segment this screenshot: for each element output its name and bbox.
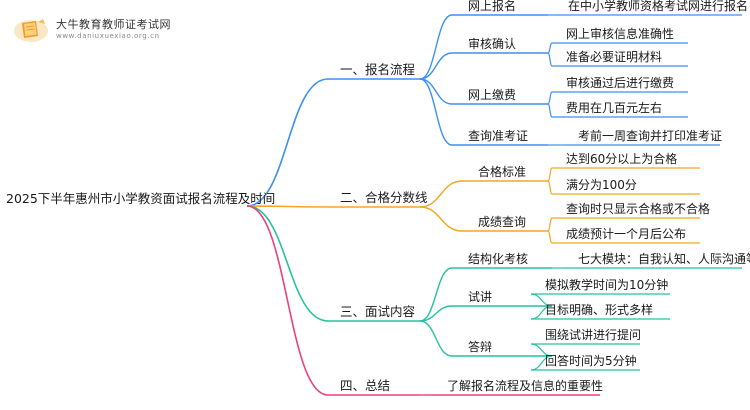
branch-label-4: 四、总结: [340, 378, 391, 393]
subtopic-label-1-2: 审核确认: [468, 37, 517, 51]
branch-label-3: 三、面试内容: [340, 304, 416, 319]
leaf-label-3-3-2: 回答时间为5分钟: [545, 354, 637, 368]
branch-connector-1: [246, 78, 329, 207]
subtopic-connector-1-3: [419, 78, 453, 105]
leaf-connector-1-3-2: [547, 103, 553, 118]
root-node: 2025下半年惠州市小学教资面试报名流程及时间: [6, 191, 276, 206]
branch-connector-2: [246, 205, 329, 208]
subtopic-connector-1-2: [419, 52, 453, 80]
leaf-label-2-2-1: 查询时只显示合格或不合格: [566, 202, 711, 216]
subtopic-label-1-4: 查询准考证: [468, 129, 529, 143]
branch-label-2: 二、合格分数线: [340, 190, 428, 205]
subtopic-connector-1-4: [419, 78, 453, 146]
leaf-label-2-2-2: 成绩预计一个月后公布: [566, 227, 687, 241]
branch-connector-4: [246, 205, 329, 396]
subtopic-label-4-1: 了解报名流程及信息的重要性: [447, 379, 604, 393]
subtopic-connector-3-1: [419, 267, 453, 322]
logo-title: 大牛教育教师证考试网: [56, 17, 171, 31]
branch-connector-3: [246, 205, 329, 322]
branch-label-1: 一、报名流程: [340, 62, 416, 77]
subtopic-label-3-2: 试讲: [468, 290, 493, 304]
subtopic-connector-2-1: [419, 180, 463, 208]
subtopic-label-2-1: 合格标准: [478, 165, 527, 179]
leaf-label-1-4-1: 考前一周查询并打印准考证: [578, 129, 723, 143]
leaf-label-3-2-2: 目标明确、形式多样: [545, 303, 654, 317]
subtopic-connector-3-2: [419, 305, 453, 322]
leaf-label-2-1-2: 满分为100分: [566, 178, 637, 192]
leaf-label-1-3-1: 审核通过后进行缴费: [566, 76, 675, 90]
leaf-label-3-1-1: 七大模块：自我认知、人际沟通等: [578, 252, 750, 266]
leaf-label-1-1-1: 在中小学教师资格考试网进行报名: [568, 0, 749, 13]
subtopic-label-2-2: 成绩查询: [478, 215, 527, 229]
leaf-connector-2-2-2: [547, 230, 553, 244]
leaf-label-3-2-1: 模拟教学时间为10分钟: [545, 278, 669, 292]
logo-url: www.daniuxuexiao.org.cn: [56, 31, 160, 40]
leaf-label-1-2-2: 准备必要证明材料: [566, 50, 663, 64]
leaf-connector-1-3-1: [547, 91, 553, 105]
leaf-label-1-3-2: 费用在几百元左右: [566, 101, 663, 115]
site-logo: 大牛教育教师证考试网 www.daniuxuexiao.org.cn: [12, 14, 171, 44]
subtopic-label-3-1: 结构化考核: [468, 252, 529, 266]
leaf-connector-2-1-1: [547, 167, 553, 182]
leaf-connector-2-2-1: [547, 217, 553, 232]
leaf-label-1-2-1: 网上审核信息准确性: [566, 27, 675, 41]
book-icon: [12, 14, 50, 44]
subtopic-connector-1-1: [419, 14, 453, 80]
leaf-connector-1-2-1: [547, 42, 553, 54]
subtopic-connector-2-2: [419, 206, 463, 232]
leaf-connector-1-2-2: [547, 52, 553, 67]
subtopic-label-1-3: 网上缴费: [468, 88, 517, 102]
leaf-label-3-3-1: 围绕试讲进行提问: [545, 328, 642, 342]
leaf-connector-2-1-2: [547, 180, 553, 195]
subtopic-connector-3-3: [419, 320, 453, 357]
subtopic-label-1-1: 网上报名: [468, 0, 517, 13]
leaf-label-2-1-1: 达到60分以上为合格: [566, 152, 678, 166]
subtopic-label-3-3: 答辩: [468, 340, 493, 354]
